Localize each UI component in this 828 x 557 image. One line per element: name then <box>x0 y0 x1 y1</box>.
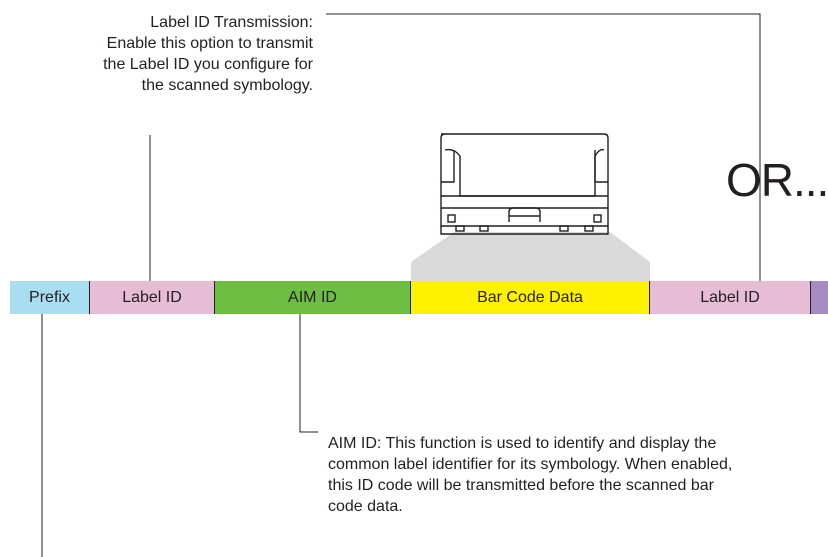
scanner-icon <box>440 133 609 235</box>
bar-code-data-segment: Bar Code Data <box>411 281 649 314</box>
prefix-segment: Prefix <box>10 281 89 314</box>
label-id-segment: Label ID <box>90 281 214 314</box>
aim-id-note: AIM ID: This function is used to identif… <box>328 435 733 515</box>
aim-id-segment: AIM ID <box>215 281 410 314</box>
label-id-leader <box>326 13 761 281</box>
label-id-transmission-note: Label ID Transmission: Enable this optio… <box>103 14 313 94</box>
aim-id-leader <box>299 314 318 433</box>
end-segment <box>811 281 828 314</box>
label-id-alt-segment: Label ID <box>650 281 810 314</box>
or-text: OR... <box>726 154 828 206</box>
scan-beam <box>411 232 650 281</box>
